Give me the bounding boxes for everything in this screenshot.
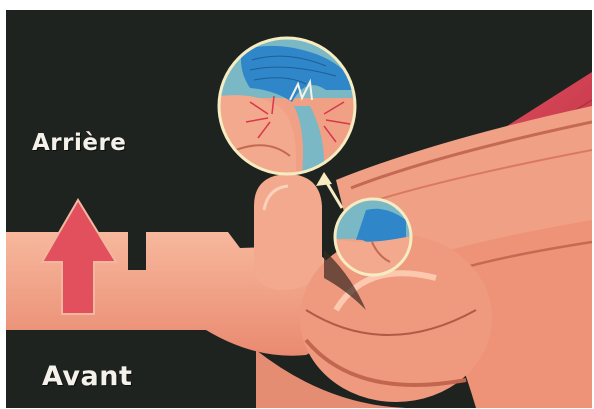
knee-drawing — [6, 10, 592, 408]
label-back: Arrière — [32, 130, 126, 156]
label-front: Avant — [42, 361, 132, 392]
leader-arrowhead — [316, 172, 332, 186]
knee-illustration: Arrière Avant — [6, 10, 592, 408]
patella — [254, 174, 322, 290]
large-lens — [219, 38, 359, 174]
horizontal-bone-notch — [128, 232, 146, 270]
